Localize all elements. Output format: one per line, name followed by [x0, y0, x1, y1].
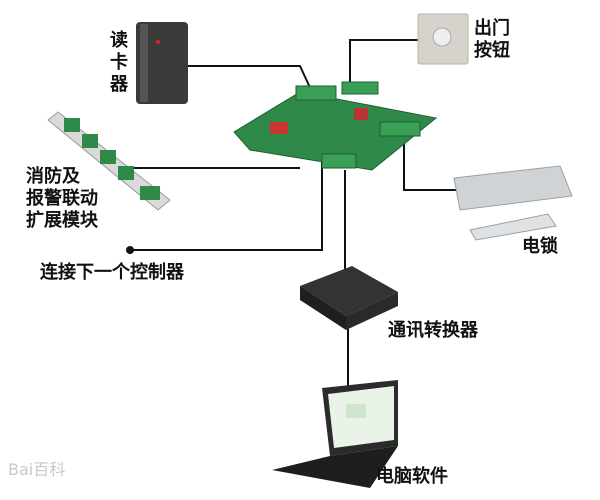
label-electric-lock: 电锁 [522, 236, 558, 257]
wire-electric-lock [403, 140, 460, 191]
wires [128, 39, 460, 400]
next-controller-dot [126, 246, 134, 254]
wire-exit-button [349, 39, 418, 88]
label-fire-alarm-module: 消防及 报警联动 扩展模块 [26, 166, 98, 231]
label-exit-button: 出门 按钮 [474, 18, 510, 61]
exit-button [417, 13, 469, 65]
controller-board [233, 81, 438, 171]
wire-next-controller [130, 160, 323, 251]
wire-card-reader [188, 65, 313, 93]
label-card-reader: 读 卡 器 [110, 30, 128, 95]
laptop [272, 380, 398, 488]
label-comm-converter: 通讯转换器 [388, 320, 478, 341]
label-next-controller: 连接下一个控制器 [40, 262, 184, 283]
card-reader [136, 22, 188, 104]
fire-alarm-module [47, 111, 171, 211]
label-pc-software: 电脑软件 [376, 466, 448, 487]
comm-converter [300, 266, 398, 330]
electric-lock [453, 165, 573, 241]
watermark: Bai百科 [8, 460, 66, 479]
